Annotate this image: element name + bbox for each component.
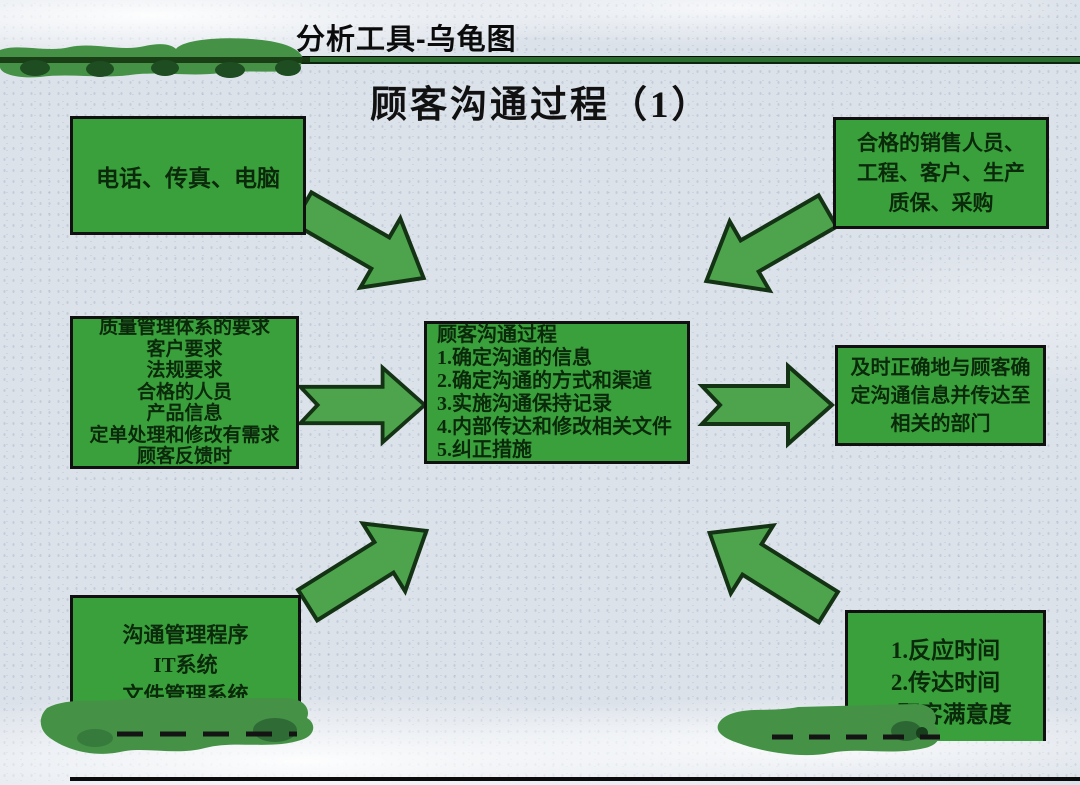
arrow-shape bbox=[697, 361, 836, 449]
process-box-output: 及时正确地与顾客确 定沟通信息并传达至 相关的部门 bbox=[835, 345, 1046, 446]
arrow-right-icon bbox=[295, 363, 428, 447]
smudge-dark-patch bbox=[77, 729, 113, 747]
footer-divider-line bbox=[70, 777, 1080, 781]
box-line: 质量管理体系的要求 bbox=[98, 317, 270, 339]
box-line: 定沟通信息并传达至 bbox=[850, 384, 1031, 407]
header-title: 分析工具-乌龟图 bbox=[296, 24, 517, 56]
box-line: 4.内部传达和修改相关文件 bbox=[437, 415, 672, 438]
smudge-blob bbox=[717, 704, 940, 756]
box-line: 顾客沟通过程 bbox=[437, 323, 557, 346]
arrow-down-left-icon bbox=[703, 192, 840, 294]
process-box-indicators: 1.反应时间 2.传达时间 3.顾客满意度 bbox=[845, 610, 1046, 741]
process-box-inputs-channels: 电话、传真、电脑 bbox=[70, 116, 306, 235]
smudge-scallop bbox=[275, 60, 301, 76]
box-line: 相关的部门 bbox=[890, 412, 991, 435]
box-line: 质保、采购 bbox=[888, 191, 994, 215]
box-line: 5.纠正措施 bbox=[437, 438, 532, 461]
ink-smudge-bottom-left bbox=[40, 698, 314, 754]
box-line: 及时正确地与顾客确 bbox=[850, 356, 1031, 379]
arrow-up-left-icon bbox=[706, 523, 841, 626]
arrow-down-right-icon bbox=[290, 189, 427, 291]
arrow-shape bbox=[706, 523, 841, 626]
box-line: 1.确定沟通的信息 bbox=[437, 346, 592, 369]
box-line: 电话、传真、电脑 bbox=[96, 165, 280, 191]
smudge-scallop bbox=[151, 60, 179, 76]
box-line: 客户要求 bbox=[146, 338, 223, 360]
box-line: 2.确定沟通的方式和渠道 bbox=[437, 369, 652, 392]
ink-smudge-bottom-right bbox=[717, 704, 940, 756]
box-line: 顾客反馈时 bbox=[136, 446, 232, 468]
box-line: 合格的销售人员、 bbox=[857, 131, 1025, 155]
arrow-up-right-icon bbox=[295, 521, 430, 624]
smudge-scallop bbox=[215, 62, 245, 78]
arrow-shape bbox=[290, 189, 427, 291]
box-line: 法规要求 bbox=[146, 360, 223, 382]
process-box-requirements: 质量管理体系的要求 客户要求 法规要求 合格的人员 产品信息 定单处理和修改有需… bbox=[70, 316, 299, 469]
box-line: 合格的人员 bbox=[136, 381, 232, 403]
smudge-dark-patch bbox=[253, 718, 297, 742]
smudge-scallop bbox=[86, 61, 114, 77]
process-box-people: 合格的销售人员、 工程、客户、生产 质保、采购 bbox=[833, 117, 1049, 229]
box-line: 产品信息 bbox=[146, 403, 223, 425]
arrow-right-icon bbox=[697, 361, 836, 449]
box-line: 工程、客户、生产 bbox=[857, 161, 1025, 185]
smudge-line-shadow bbox=[0, 57, 310, 63]
arrow-shape bbox=[295, 363, 428, 447]
box-line: IT系统 bbox=[153, 653, 218, 677]
process-box-communication-process: 顾客沟通过程 1.确定沟通的信息 2.确定沟通的方式和渠道 3.实施沟通保持记录… bbox=[424, 321, 690, 464]
box-line: 沟通管理程序 bbox=[122, 623, 249, 647]
page-title: 顾客沟通过程（1） bbox=[370, 85, 712, 126]
header-divider-line bbox=[0, 56, 1080, 64]
ink-smudge-header bbox=[0, 38, 310, 78]
arrow-shape bbox=[703, 192, 840, 294]
box-line: 定单处理和修改有需求 bbox=[89, 424, 280, 446]
box-line: 1.反应时间 bbox=[890, 638, 1001, 663]
box-line: 3.实施沟通保持记录 bbox=[437, 392, 612, 415]
box-line: 2.传达时间 bbox=[890, 670, 1001, 695]
smudge-scallop bbox=[20, 60, 50, 76]
arrow-shape bbox=[295, 521, 430, 624]
